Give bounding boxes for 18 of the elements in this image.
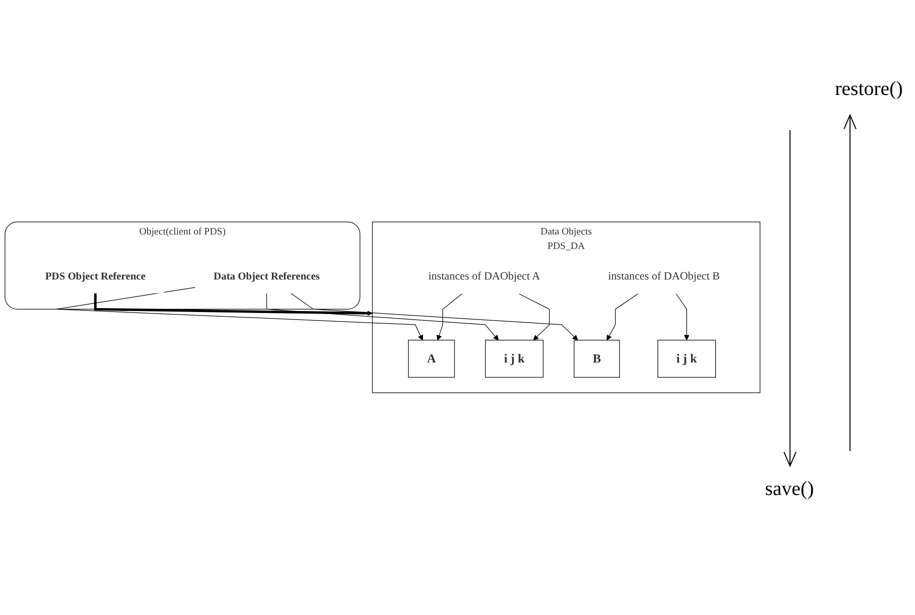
arrow xyxy=(606,294,638,341)
node-text: PDS Object Reference xyxy=(45,270,146,282)
method-label: restore() xyxy=(835,78,903,100)
arrow xyxy=(290,293,578,341)
node-box: i j k xyxy=(485,340,544,378)
node-text: Data Object References xyxy=(214,270,320,282)
arrow xyxy=(518,294,550,341)
node-text: instances of DAObject A xyxy=(428,270,540,282)
arrow xyxy=(676,294,690,341)
method-label: save() xyxy=(765,478,814,500)
node-box: B xyxy=(574,340,620,378)
arrow xyxy=(266,293,499,341)
arrow xyxy=(56,287,423,341)
node-text: instances of DAObject B xyxy=(608,270,720,282)
arrow xyxy=(436,294,462,341)
arrow xyxy=(94,293,373,316)
node-box: A xyxy=(408,340,455,378)
node-box: i j k xyxy=(658,340,716,378)
